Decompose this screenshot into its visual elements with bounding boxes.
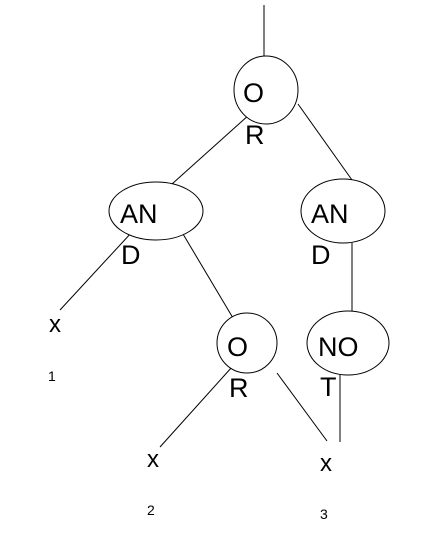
root-or-node: O R <box>233 55 299 150</box>
right-and-node: AN D <box>300 178 386 270</box>
edge-inner-or-to-x3 <box>276 372 328 442</box>
edge-root-or-to-left-and <box>171 113 251 185</box>
x3-index: 3 <box>320 506 328 522</box>
edge-left-and-to-inner-or <box>182 233 234 319</box>
edge-root-or-to-right-and <box>297 103 353 181</box>
root-or-shape <box>233 55 299 125</box>
x3-name: x <box>320 450 332 477</box>
variable-x1: x 1 <box>48 311 61 384</box>
x2-index: 2 <box>147 502 155 518</box>
inner-or-label-line2: R <box>229 373 249 403</box>
variable-x2: x 2 <box>147 446 159 518</box>
root-or-label-line1: O <box>243 78 264 108</box>
x1-name: x <box>49 311 61 338</box>
inner-or-node: O R <box>216 312 278 403</box>
right-and-label-line1: AN <box>311 199 349 229</box>
inner-or-shape <box>216 312 278 374</box>
not-label-line1: NO <box>318 332 359 362</box>
x1-index: 1 <box>48 368 56 384</box>
edge-left-and-to-x1 <box>59 231 133 311</box>
not-shape <box>306 310 390 376</box>
right-and-shape <box>300 178 386 244</box>
left-and-node: AN D <box>108 181 204 270</box>
left-and-label-line1: AN <box>120 199 158 229</box>
right-and-label-line2: D <box>311 240 331 270</box>
edge-inner-or-to-x2 <box>159 366 233 448</box>
root-or-label-line2: R <box>245 120 265 150</box>
variable-x3: x 3 <box>320 450 332 522</box>
edges <box>59 5 353 448</box>
inner-or-label-line1: O <box>227 332 248 362</box>
left-and-label-line2: D <box>121 240 141 270</box>
not-label-line2: T <box>320 372 337 402</box>
left-and-shape <box>108 181 204 241</box>
not-node: NO T <box>306 310 390 402</box>
x2-name: x <box>147 446 159 473</box>
